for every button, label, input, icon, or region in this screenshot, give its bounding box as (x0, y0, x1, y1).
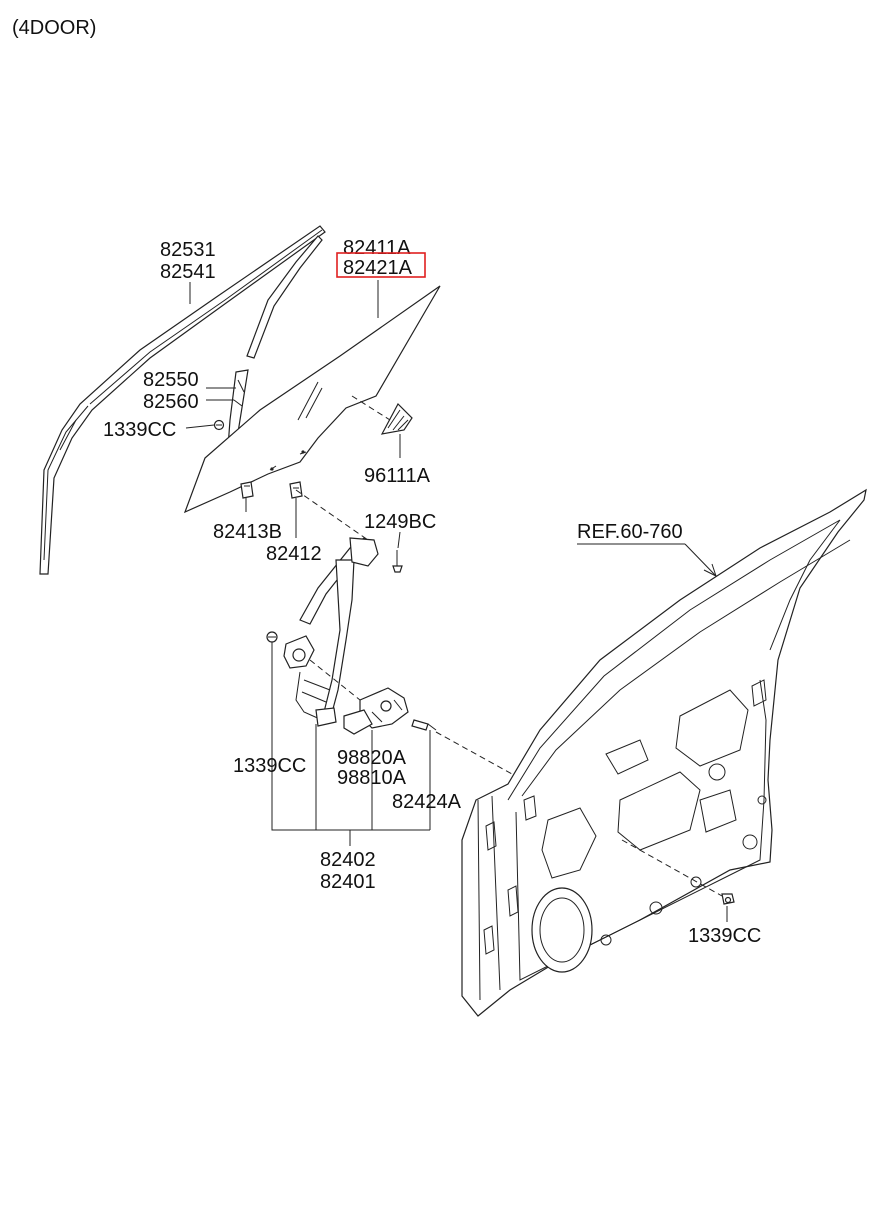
leader-lines (185, 280, 728, 922)
bolt-1249bc[interactable] (392, 550, 403, 573)
bolt-1339cc-mid[interactable] (266, 631, 278, 643)
callout-82531[interactable]: 82531 (160, 239, 216, 261)
callout-98820a[interactable]: 98820A (337, 747, 407, 769)
bolt-82424a[interactable] (411, 719, 437, 731)
callout-1339cc-right[interactable]: 1339CC (688, 925, 761, 947)
callout-82401[interactable]: 82401 (320, 871, 376, 893)
glass-clip-front-part[interactable] (240, 481, 254, 499)
callout-1339cc-top[interactable]: 1339CC (103, 419, 176, 441)
bolt-1339cc-right[interactable] (721, 893, 735, 905)
callout-82413b[interactable]: 82413B (213, 521, 282, 543)
callout-1249bc[interactable]: 1249BC (364, 511, 436, 533)
callout-82424a[interactable]: 82424A (392, 791, 462, 813)
callout-82411a[interactable]: 82411A (343, 237, 411, 259)
callout-1339cc-mid[interactable]: 1339CC (233, 755, 306, 777)
door-inner-panel-part[interactable] (461, 488, 867, 1017)
callout-82402[interactable]: 82402 (320, 849, 376, 871)
callout-82560[interactable]: 82560 (143, 391, 199, 413)
window-regulator-part[interactable] (283, 537, 379, 727)
callout-82412[interactable]: 82412 (266, 543, 322, 565)
callout-96111a[interactable]: 96111A (364, 465, 431, 487)
run-channel-part[interactable] (39, 225, 326, 575)
callout-ref-60-760[interactable]: REF.60-760 (577, 521, 683, 543)
window-motor-part[interactable] (343, 687, 409, 735)
callout-82421a[interactable]: 82421A (343, 257, 413, 279)
highlight-box-82421a (336, 252, 426, 278)
delta-cover-part[interactable] (380, 403, 413, 435)
callout-labels: 82531 82541 82411A 82421A 82550 82560 13… (103, 237, 761, 947)
bolt-1339cc-top[interactable] (213, 419, 225, 431)
callout-82541[interactable]: 82541 (160, 261, 216, 283)
callout-98810a[interactable]: 98810A (337, 767, 407, 789)
callout-82550[interactable]: 82550 (143, 369, 199, 391)
door-variant-label: (4DOOR) (12, 17, 96, 39)
